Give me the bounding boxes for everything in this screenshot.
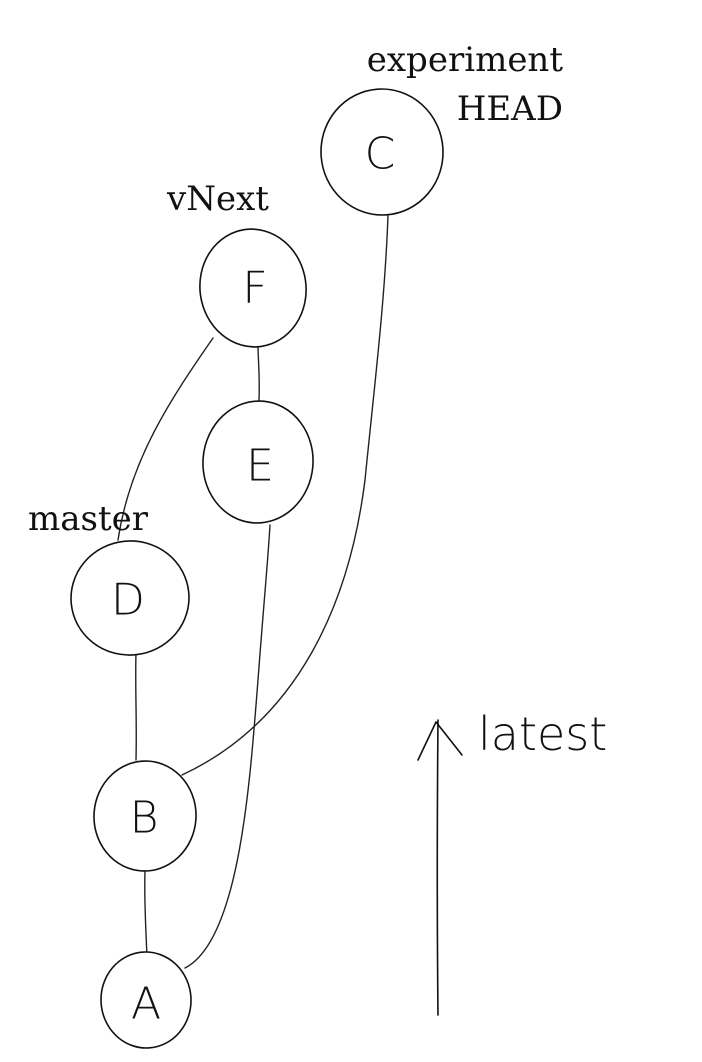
commit-node-d: D [70, 540, 190, 656]
edge-b-d [135, 651, 137, 761]
commit-label-d: D [111, 575, 145, 626]
arrow-up-icon [436, 719, 439, 1016]
commit-node-e: E [202, 400, 314, 524]
commit-label-e: E [246, 441, 274, 492]
ref-label-head: HEAD [457, 89, 563, 129]
edge-e-f [257, 344, 260, 401]
latest-label: latest [478, 707, 607, 761]
commit-label-c: C [365, 129, 396, 180]
ref-label-vnext: vNext [166, 179, 269, 219]
commit-node-b: B [93, 760, 197, 872]
commit-label-f: F [242, 263, 267, 314]
edges [117, 214, 389, 969]
ref-label-master: master [28, 499, 149, 539]
edge-b-c [181, 214, 389, 776]
latest-arrow: latest [417, 707, 607, 1016]
commit-node-f: F [199, 228, 307, 348]
commit-node-c: C [320, 88, 444, 216]
commit-node-a: A [100, 951, 192, 1049]
ref-label-experiment: experiment [367, 40, 564, 80]
commit-label-b: B [130, 793, 159, 844]
edge-a-e [184, 524, 271, 969]
arrow-head-icon [417, 721, 463, 761]
edge-a-b [144, 871, 148, 959]
edge-d-f [117, 337, 214, 541]
commit-label-a: A [131, 979, 161, 1030]
